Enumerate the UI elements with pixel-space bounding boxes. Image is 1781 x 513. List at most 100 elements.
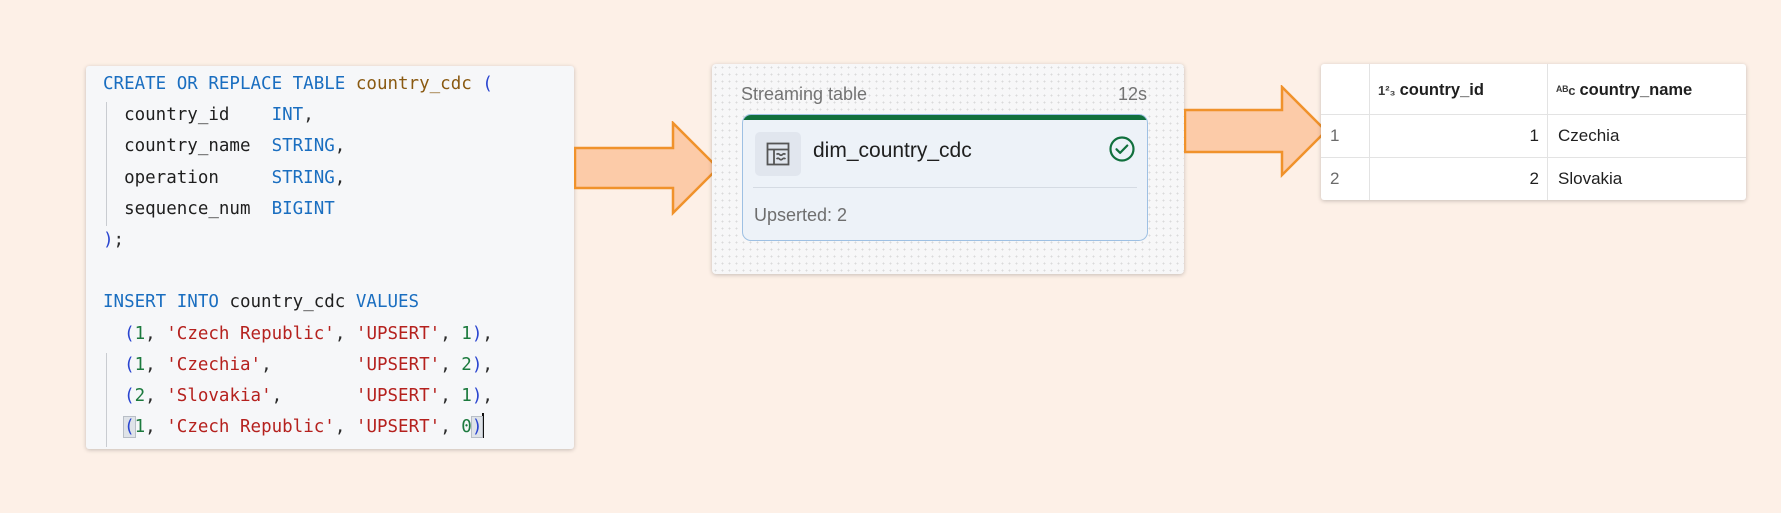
node-name: dim_country_cdc [813, 139, 972, 162]
code-token: STRING [271, 136, 335, 157]
node-status-text: Upserted: 2 [754, 205, 848, 225]
sql-code-editor[interactable]: CREATE OR REPLACE TABLE country_cdc ( co… [86, 66, 574, 449]
code-token: country_name [103, 136, 272, 157]
code-token: , [145, 386, 167, 406]
text-cursor [482, 413, 485, 439]
code-token: 'Czech Republic' [166, 323, 335, 344]
streaming-table-card: Streaming table 12s dim_country_cdc Upse… [712, 64, 1184, 274]
integer-type-icon: 1²₃ [1378, 83, 1396, 98]
code-token: INSERT INTO [103, 292, 230, 313]
code-token: , [334, 323, 356, 344]
code-token: , [482, 354, 493, 375]
code-token: 1 [134, 323, 146, 344]
code-token: VALUES [355, 292, 420, 313]
table-cell[interactable]: Czechia [1558, 126, 1620, 145]
code-line: operation STRING, [103, 163, 345, 194]
code-token: , [334, 417, 356, 438]
code-token: , [271, 386, 356, 406]
code-token [103, 417, 124, 437]
node-status-bar [743, 115, 1147, 120]
code-line: sequence_num BIGINT [103, 194, 335, 225]
table-cell[interactable]: 2 [1529, 169, 1539, 188]
code-token: STRING [271, 167, 335, 188]
code-line: (1, 'Czech Republic', 'UPSERT', 0) [103, 412, 485, 443]
code-token: ; [113, 230, 125, 250]
code-token: ) [470, 416, 484, 439]
column-header-label: country_id [1399, 81, 1484, 99]
code-token: 'UPSERT' [355, 386, 441, 406]
code-token: 'UPSERT' [355, 417, 441, 438]
code-token: , [482, 386, 493, 406]
code-token: 0 [461, 417, 472, 438]
code-token: 'Czech Republic' [166, 417, 335, 438]
code-line: ); [103, 225, 124, 256]
code-token: 2 [134, 386, 146, 406]
column-divider [1547, 64, 1548, 200]
code-line: CREATE OR REPLACE TABLE country_cdc ( [103, 69, 493, 100]
code-line: INSERT INTO country_cdc VALUES [103, 287, 419, 318]
code-token [103, 355, 124, 375]
code-token: ( [124, 386, 135, 406]
code-token: INT [271, 105, 304, 126]
streaming-table-title: Streaming table [741, 84, 868, 104]
code-token: , [145, 354, 167, 375]
table-cell[interactable]: 1 [1529, 126, 1539, 145]
row-number: 1 [1330, 126, 1340, 145]
check-circle-icon [1109, 136, 1135, 162]
code-token: , [482, 323, 493, 344]
code-token: ) [471, 323, 483, 344]
row-divider [1321, 157, 1746, 158]
code-line: (1, 'Czechia', 'UPSERT', 2), [103, 350, 493, 381]
row-number: 2 [1330, 169, 1340, 188]
code-line: (2, 'Slovakia', 'UPSERT', 1), [103, 381, 493, 412]
indent-guide [106, 102, 107, 226]
code-token: 'Czechia' [166, 354, 262, 375]
code-token: sequence_num [103, 198, 272, 219]
code-token: 'UPSERT' [355, 323, 441, 344]
code-token: 'UPSERT' [355, 354, 441, 375]
code-token: country_id [103, 105, 272, 126]
code-token: operation [103, 167, 272, 188]
code-token: , [261, 354, 356, 375]
string-type-icon: ᴬᴮc [1556, 83, 1576, 98]
code-line: country_name STRING, [103, 131, 345, 162]
dataset-node[interactable]: dim_country_cdc Upserted: 2 [742, 114, 1148, 241]
code-token: 1 [134, 354, 146, 375]
table-cell[interactable]: Slovakia [1558, 169, 1623, 188]
code-token [103, 386, 124, 406]
code-token [103, 324, 124, 344]
duration-label: 12s [1117, 84, 1147, 104]
code-line: country_id INT, [103, 100, 314, 131]
node-divider [753, 187, 1137, 188]
code-line: (1, 'Czech Republic', 'UPSERT', 1), [103, 319, 493, 350]
code-token: ) [103, 230, 114, 250]
column-header-label: country_name [1579, 81, 1693, 99]
code-token: 1 [461, 323, 472, 344]
flow-arrow-icon [1184, 85, 1328, 179]
code-token: 1 [461, 386, 472, 406]
code-token: ) [471, 386, 483, 406]
code-token: ( [482, 74, 493, 94]
code-token: , [440, 417, 462, 438]
code-token: , [145, 323, 167, 344]
row-divider [1321, 114, 1746, 115]
code-token: ( [124, 323, 135, 344]
code-token: ( [123, 416, 136, 439]
code-token: , [145, 417, 167, 438]
streaming-table-icon [755, 132, 801, 176]
code-token: ) [471, 354, 483, 375]
code-token: ( [124, 354, 135, 375]
code-token: 1 [134, 417, 146, 438]
code-token: , [440, 386, 462, 406]
code-token: , [334, 136, 346, 157]
code-token: country_cdc [229, 292, 356, 313]
indent-guide [106, 353, 107, 447]
code-token: 2 [461, 354, 472, 375]
code-token: CREATE OR REPLACE TABLE [103, 74, 356, 94]
flow-arrow-icon [574, 121, 720, 217]
code-token: BIGINT [271, 198, 335, 219]
code-token: , [303, 105, 314, 126]
